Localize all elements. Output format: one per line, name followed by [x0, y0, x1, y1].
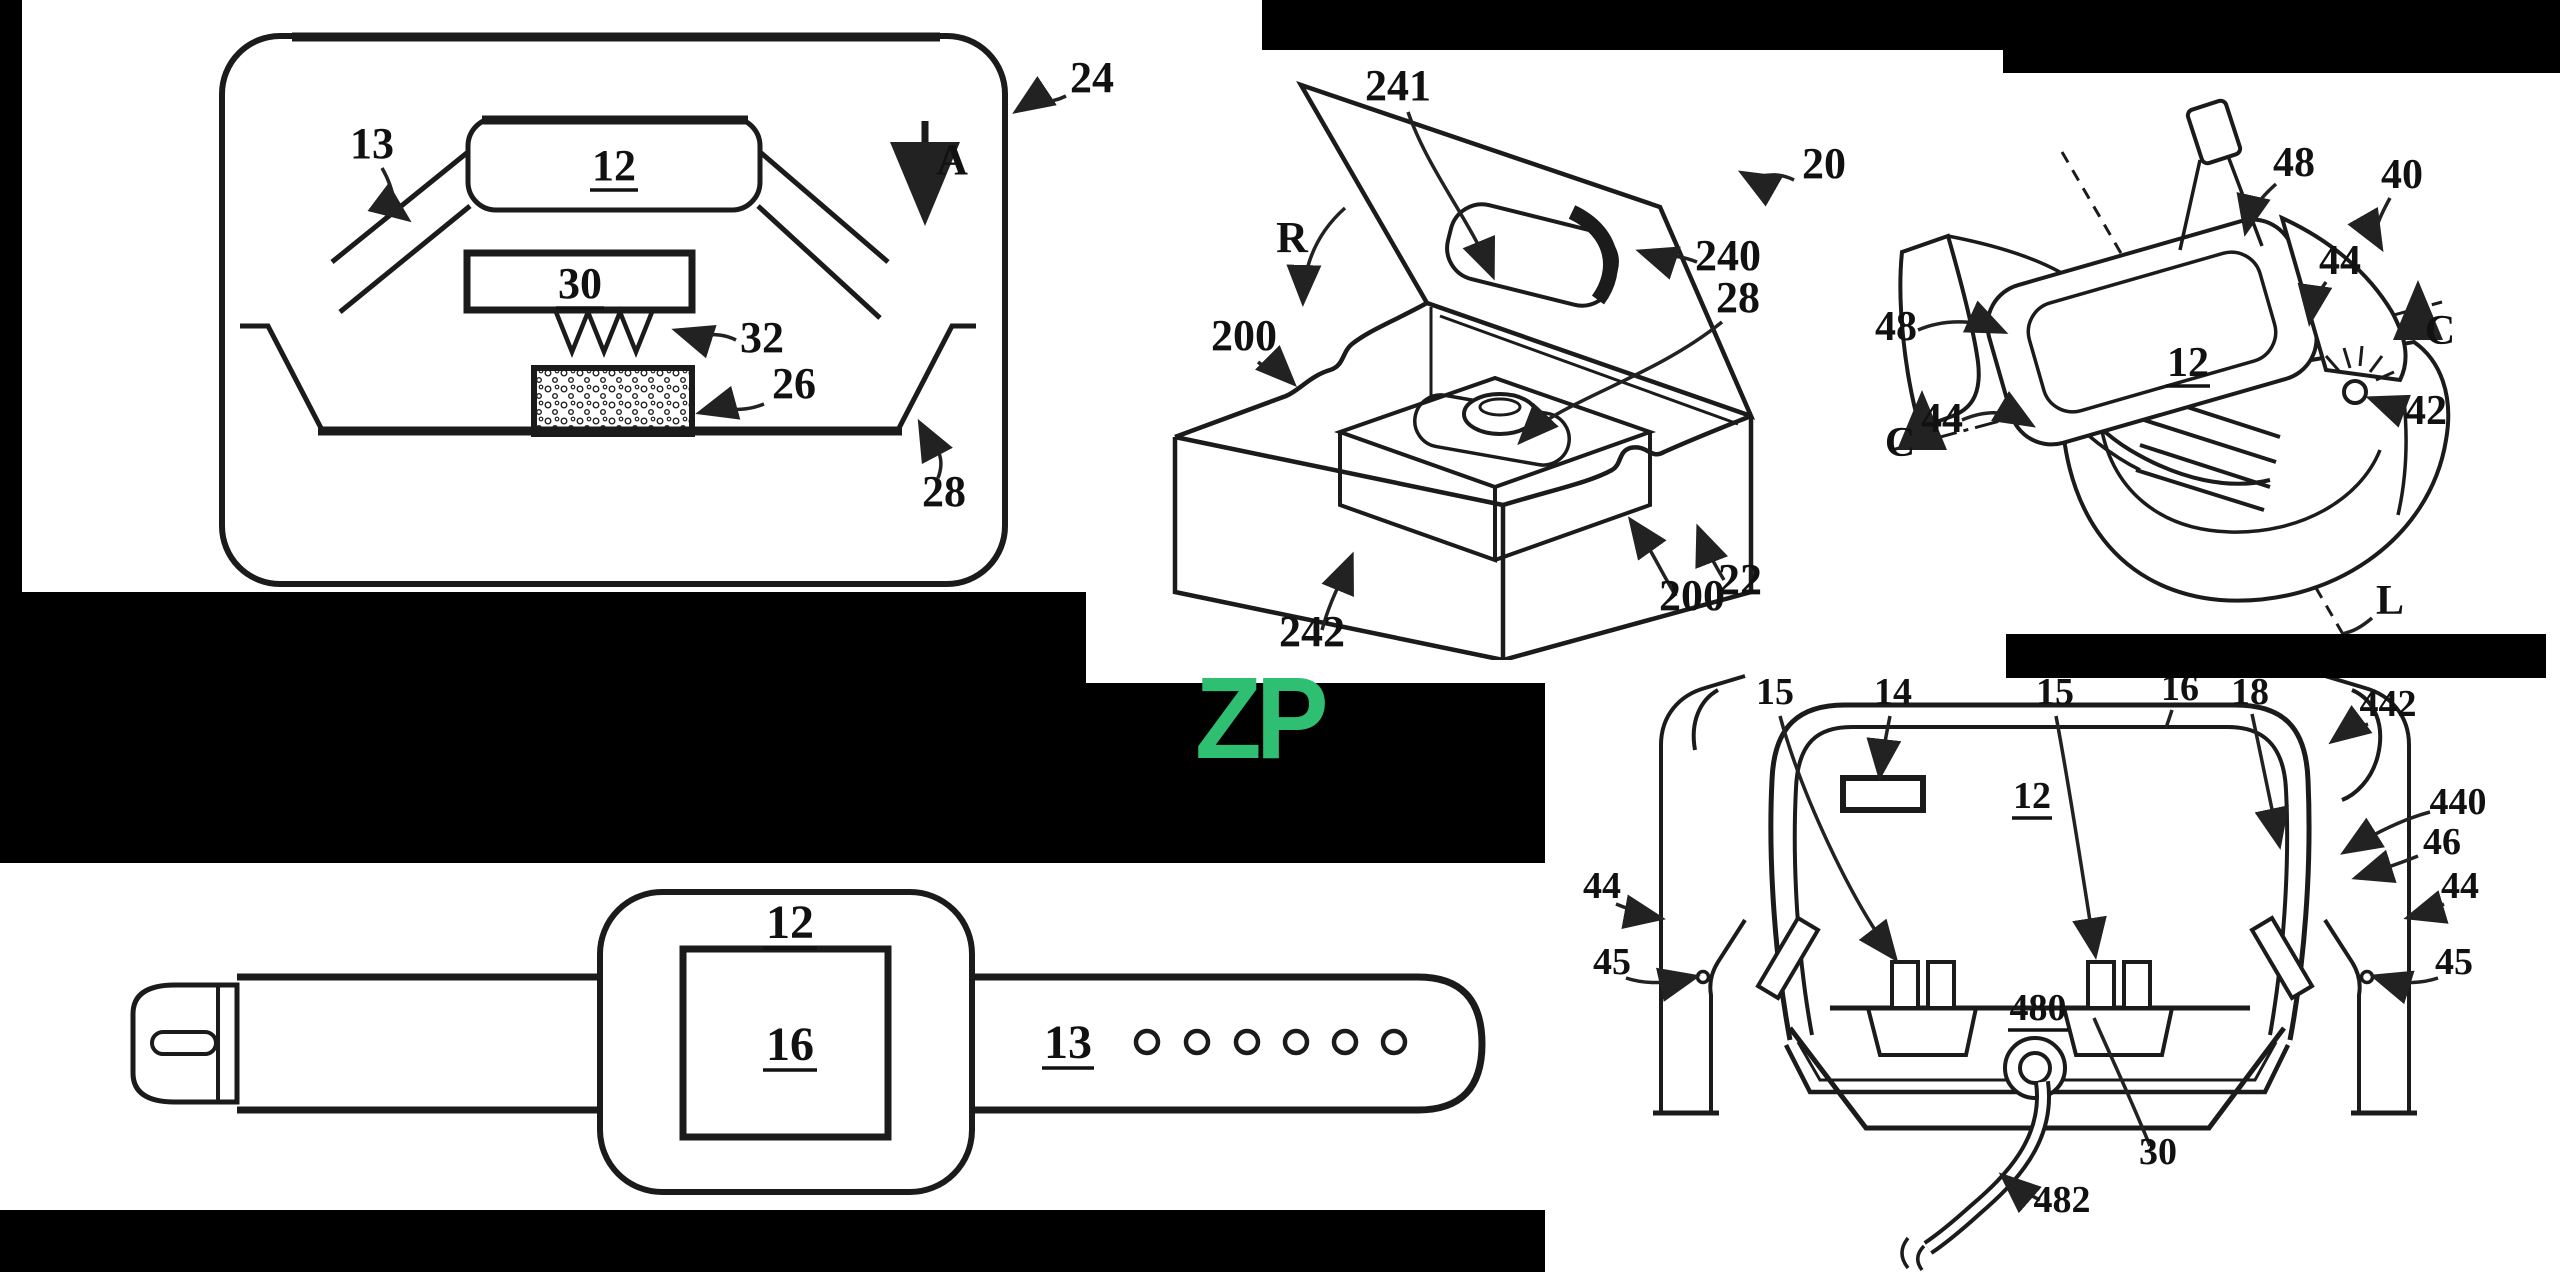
ref-442: 442 — [2360, 683, 2417, 725]
redaction-bottom-bar — [0, 1210, 1545, 1272]
ref-480: 480 — [2010, 987, 2067, 1029]
figure-packaging-box: 241 R 20 240 28 200 242 200 22 — [1150, 10, 1870, 660]
ref-C-bottom: C — [1885, 420, 1915, 466]
ref-32: 32 — [740, 313, 784, 362]
figure-case-cross-section: 24 13 12 A 30 32 26 28 — [140, 20, 1140, 600]
ref-L: L — [2376, 578, 2404, 624]
ref-30: 30 — [2139, 1131, 2177, 1173]
ref-200-right: 200 — [1659, 571, 1725, 620]
ref-A: A — [936, 135, 968, 184]
ref-42: 42 — [2405, 388, 2447, 434]
figure-dock-perspective: 48 40 44 48 44 12 C C 42 L — [1850, 80, 2560, 640]
ref-48-top: 48 — [2273, 140, 2315, 186]
ref-12: 12 — [766, 896, 814, 949]
ref-26: 26 — [772, 359, 816, 408]
redaction-block-left — [0, 592, 1086, 863]
ref-48-left: 48 — [1875, 304, 1917, 350]
ref-12: 12 — [2013, 775, 2051, 817]
ref-242: 242 — [1279, 607, 1345, 656]
ref-45-right: 45 — [2435, 941, 2473, 983]
ref-12: 12 — [2167, 340, 2209, 386]
fig1-drawing — [222, 36, 1005, 584]
ref-482: 482 — [2034, 1179, 2091, 1221]
redaction-mid-right-bar — [2006, 634, 2546, 678]
ref-14: 14 — [1874, 671, 1912, 713]
ref-46: 46 — [2423, 821, 2461, 863]
ref-28: 28 — [1716, 273, 1760, 322]
ref-16: 16 — [766, 1018, 814, 1071]
ref-24: 24 — [1070, 53, 1114, 102]
ref-22: 22 — [1718, 555, 1762, 604]
redaction-top-bar-left — [1262, 0, 2003, 50]
ref-12: 12 — [592, 141, 636, 190]
ref-45-left: 45 — [1593, 941, 1631, 983]
fig2-labels: 241 R 20 240 28 200 242 200 22 — [1211, 61, 1846, 656]
figure-watch-front: 12 16 13 — [60, 880, 1580, 1210]
ref-200-left: 200 — [1211, 311, 1277, 360]
figure-dock-cross-section: 15 14 15 16 18 442 440 46 44 44 45 45 12… — [1560, 630, 2560, 1272]
ref-44-left: 44 — [1921, 396, 1963, 442]
ref-13: 13 — [1044, 1016, 1092, 1069]
ref-40: 40 — [2381, 152, 2423, 198]
ref-241: 241 — [1365, 61, 1431, 110]
ref-13: 13 — [350, 119, 394, 168]
ref-R: R — [1276, 213, 1309, 262]
band-holes — [1136, 1031, 1405, 1053]
ref-44-right: 44 — [2441, 865, 2479, 907]
ref-C-top: C — [2425, 308, 2455, 354]
ref-28: 28 — [922, 467, 966, 516]
ref-44-left: 44 — [1583, 865, 1621, 907]
ref-44-right: 44 — [2319, 238, 2361, 284]
ref-440: 440 — [2430, 781, 2487, 823]
ref-15-left: 15 — [1756, 671, 1794, 713]
ref-20: 20 — [1802, 139, 1846, 188]
redaction-left-strip — [0, 0, 22, 594]
ref-30: 30 — [558, 259, 602, 308]
zp-logo: ZP — [1193, 656, 1343, 768]
zp-logo-letters: ZP — [1195, 656, 1325, 768]
redaction-top-bar-right — [2003, 0, 2560, 73]
